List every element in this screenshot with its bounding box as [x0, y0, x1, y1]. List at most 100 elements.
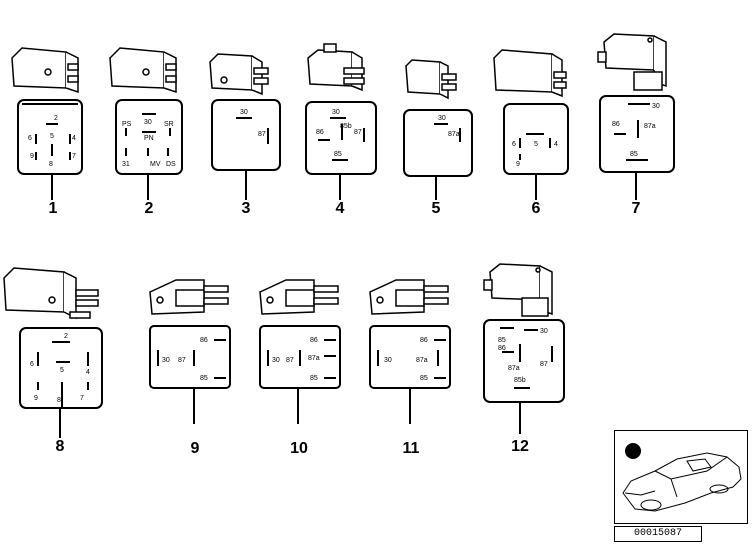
relay-1-pin: 4	[72, 135, 76, 142]
relay-4-pin: 85	[334, 151, 342, 158]
relay-8-pin: 6	[30, 361, 34, 368]
relay-12-pin: 30	[540, 328, 548, 335]
relay-12-drawing: 30 85 86 87a 87 85b	[483, 263, 565, 434]
relay-3-pin: 87	[258, 131, 266, 138]
relay-7-drawing: 30 86 87a 85	[597, 33, 675, 200]
relay-5-housing-icon	[405, 59, 457, 100]
relay-4-pin: 30	[332, 109, 340, 116]
relay-9-pin: 86	[200, 337, 208, 344]
relay-12-pin-panel	[483, 319, 565, 403]
relay-10-pin: 85	[310, 375, 318, 382]
relay-2-pin: PS	[122, 121, 132, 128]
relay-4-drawing: 30 85b 86 87 85	[305, 43, 377, 200]
relay-1-pin: 6	[28, 135, 32, 142]
relay-1-housing-icon	[11, 47, 79, 94]
relay-2-number: 2	[144, 200, 154, 217]
relay-10-number: 10	[290, 440, 308, 457]
relay-1-pin: 7	[72, 153, 76, 160]
relay-12[interactable]: 30 85 86 87a 87 85b 12	[478, 258, 570, 462]
relay-7-pin: 30	[652, 103, 660, 110]
relay-8-pin: 7	[80, 395, 84, 402]
relay-12-housing-icon	[483, 263, 553, 317]
car-silhouette-icon	[622, 443, 742, 512]
relay-11-drawing: 86 30 87a 85	[369, 279, 451, 424]
relay-8-pin: 9	[34, 395, 38, 402]
relay-6-drawing: 6 5 4 9	[493, 49, 569, 200]
relay-11-housing-icon	[369, 279, 449, 315]
relay-9[interactable]: 86 30 87 85 9	[146, 276, 236, 462]
relay-12-pin: 87a	[508, 365, 520, 372]
relay-12-pin: 85	[498, 337, 506, 344]
relay-2-pin: PN	[144, 135, 154, 142]
relay-5-drawing: 30 87a	[403, 59, 473, 200]
relay-4-housing-icon	[307, 43, 365, 92]
relay-1-pin: 5	[50, 133, 54, 140]
relay-4-pin: 86	[316, 129, 324, 136]
relay-7[interactable]: 30 86 87a 85 7	[594, 30, 676, 224]
relay-2-pin: SR	[164, 121, 174, 128]
relay-3-number: 3	[241, 200, 251, 217]
relay-5-pin: 87a	[448, 131, 460, 138]
relay-11[interactable]: 86 30 87a 85 11	[366, 276, 456, 462]
relay-12-pin: 86	[498, 345, 506, 352]
relay-7-pin: 87a	[644, 123, 656, 130]
relay-4-number: 4	[335, 200, 345, 217]
relay-11-pin: 86	[420, 337, 428, 344]
relay-1-pin: 9	[30, 153, 34, 160]
relay-10-pin: 30	[272, 357, 280, 364]
relay-2-housing-icon	[109, 47, 177, 94]
relay-8-housing-icon	[3, 267, 99, 320]
relay-5-number: 5	[431, 200, 441, 217]
relay-10[interactable]: 86 30 87 87a 85 10	[256, 276, 346, 462]
relay-7-pin: 85	[630, 151, 638, 158]
relay-9-housing-icon	[149, 279, 229, 315]
relay-11-pin: 85	[420, 375, 428, 382]
relay-10-pin: 87a	[308, 355, 320, 362]
relay-3-drawing: 30 87	[209, 53, 281, 200]
relay-8-number: 8	[55, 438, 65, 455]
relay-5-pin: 30	[438, 115, 446, 122]
relay-11-pin: 30	[384, 357, 392, 364]
relay-6[interactable]: 6 5 4 9 6	[490, 44, 586, 224]
relay-8[interactable]: 2 6 5 4 9 8 7 8	[0, 262, 110, 462]
location-dot-icon	[625, 443, 641, 459]
relay-12-number: 12	[511, 438, 529, 455]
relay-7-number: 7	[631, 200, 641, 217]
relay-5[interactable]: 30 87a 5	[398, 56, 480, 224]
relay-3[interactable]: 30 87 3	[204, 50, 286, 224]
relay-9-number: 9	[190, 440, 200, 457]
relay-6-pin-panel	[503, 103, 569, 175]
relay-9-pin: 87	[178, 357, 186, 364]
relay-9-pin: 30	[162, 357, 170, 364]
relay-10-pin: 87	[286, 357, 294, 364]
relay-10-housing-icon	[259, 279, 339, 315]
relay-6-housing-icon	[493, 49, 567, 98]
relay-1-pin-panel	[17, 99, 83, 175]
relay-12-pin: 87	[540, 361, 548, 368]
vehicle-thumbnail	[614, 430, 748, 524]
relay-2-pin: MV	[150, 161, 161, 168]
relay-12-pin: 85b	[514, 377, 526, 384]
relay-4-pin: 87	[354, 129, 362, 136]
relay-2-drawing: PS 30 SR PN 31 MV DS	[109, 47, 183, 200]
relay-4[interactable]: 30 85b 86 87 85 4	[300, 43, 382, 224]
relay-1-pin: 8	[49, 161, 53, 168]
relay-1[interactable]: 2 6 5 4 9 8 7 1	[8, 44, 90, 224]
relay-11-number: 11	[402, 440, 420, 457]
relay-3-pin: 30	[240, 109, 248, 116]
relay-2-pin: 31	[122, 161, 130, 168]
relay-8-pin: 8	[57, 397, 61, 404]
relay-11-pin: 87a	[416, 357, 428, 364]
relay-2-pin: DS	[166, 161, 176, 168]
relay-9-pin-panel	[149, 325, 231, 389]
relay-2[interactable]: PS 30 SR PN 31 MV DS 2	[106, 44, 188, 224]
relay-6-pin: 6	[512, 141, 516, 148]
relay-9-drawing: 86 30 87 85	[149, 279, 231, 424]
relay-8-pin: 5	[60, 367, 64, 374]
relay-10-drawing: 86 30 87 87a 85	[259, 279, 341, 424]
relay-1-pin: 2	[54, 115, 58, 122]
relay-6-number: 6	[531, 200, 541, 217]
relay-8-drawing: 2 6 5 4 9 8 7	[3, 267, 103, 438]
relay-6-pin: 9	[516, 161, 520, 168]
